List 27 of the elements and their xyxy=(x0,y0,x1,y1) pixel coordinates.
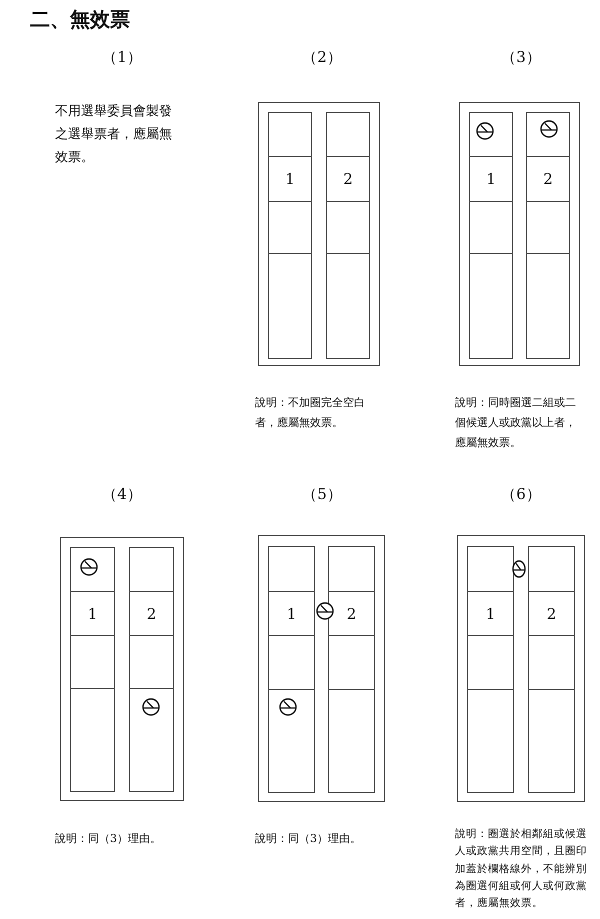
candidate-number-cell: 2 xyxy=(129,591,174,636)
panel-text: 不用選舉委員會製發之選舉票者，應屬無效票。 xyxy=(55,103,173,166)
candidate-number-cell: 1 xyxy=(268,156,312,202)
candidate-number-cell: 1 xyxy=(469,156,513,202)
ballot-drawing xyxy=(60,537,184,801)
ballot-drawing xyxy=(258,535,385,802)
ballot-drawing xyxy=(459,102,580,366)
panel-number: （2） xyxy=(302,47,342,68)
caption: 說明：不加圈完全空白者，應屬無效票。 xyxy=(255,395,366,431)
panel-number: （1） xyxy=(102,47,142,68)
candidate-number-cell: 1 xyxy=(268,591,315,636)
candidate-number-cell: 2 xyxy=(526,156,570,202)
panel-number: （5） xyxy=(302,484,342,505)
page-title: 二、無效票 xyxy=(30,6,130,33)
panel-number: （3） xyxy=(501,47,541,68)
caption: 說明：圈選於相鄰組或候選人或政黨共用空間，且圈印加蓋於欄格線外，不能辨別為圈選何組或何人或何政黨者，應屬無效票。 xyxy=(455,827,588,912)
candidate-number-cell: 2 xyxy=(326,156,370,202)
caption: 說明：同（3）理由。 xyxy=(55,831,162,847)
ballot-drawing xyxy=(457,535,585,802)
caption: 說明：同時圈選二組或二個候選人或政黨以上者，應屬無效票。 xyxy=(455,395,577,451)
candidate-number-cell: 1 xyxy=(70,591,115,636)
ballot-drawing xyxy=(258,102,380,366)
candidate-number-cell: 2 xyxy=(528,591,575,636)
panel-number: （6） xyxy=(501,484,541,505)
caption: 說明：同（3）理由。 xyxy=(255,831,362,847)
panel-number: （4） xyxy=(102,484,142,505)
candidate-number-cell: 1 xyxy=(467,591,514,636)
